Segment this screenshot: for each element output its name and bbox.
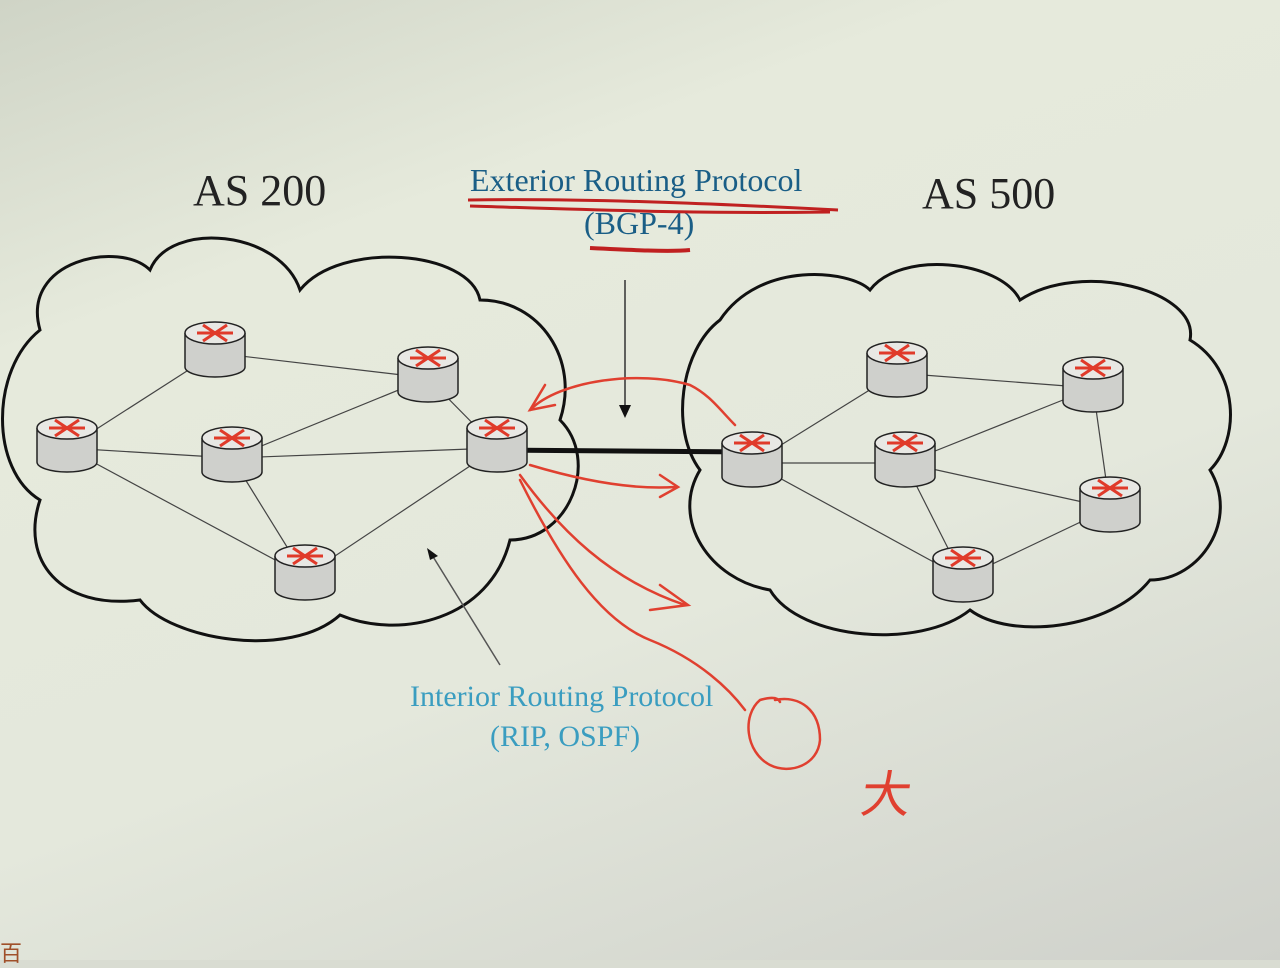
- network-link: [896, 372, 1094, 389]
- router-icon: [36, 416, 98, 473]
- interior-protocol-title: Interior Routing Protocol: [410, 680, 714, 713]
- handwritten-character: 大: [857, 766, 916, 824]
- router-icon: [932, 546, 994, 603]
- interior-protocol-subtitle: (RIP, OSPF): [490, 720, 641, 753]
- network-link: [214, 352, 429, 379]
- handwritten-line-to-circle: [518, 478, 747, 712]
- exterior-protocol-title: Exterior Routing Protocol: [470, 162, 803, 198]
- router-icon: [201, 426, 263, 483]
- network-link: [904, 387, 1094, 464]
- router-icon: [866, 341, 928, 398]
- router-icon: [721, 431, 783, 488]
- network-link: [231, 447, 498, 459]
- as-200-label: AS 200: [193, 166, 327, 215]
- router-icon: [274, 544, 336, 601]
- exterior-protocol-subtitle: (BGP-4): [584, 205, 695, 241]
- network-link: [231, 377, 429, 459]
- handwritten-arrow-down: [518, 473, 692, 612]
- bgp-pointer-head: [619, 405, 631, 418]
- as-500-label: AS 500: [922, 169, 1056, 218]
- handwritten-arrow-right: [528, 463, 681, 499]
- router-icon: [1079, 476, 1141, 533]
- cloud-as-500: [681, 263, 1232, 637]
- igp-pointer-arrow: [431, 554, 501, 666]
- handwritten-arc-arrow: [528, 376, 737, 427]
- handwritten-circle: [747, 696, 822, 771]
- network-link: [751, 462, 964, 579]
- handwritten-arrowhead-left: [527, 383, 557, 412]
- network-link: [66, 447, 306, 577]
- router-icon: [874, 431, 936, 488]
- router-icon: [184, 321, 246, 378]
- igp-pointer-head: [427, 548, 438, 560]
- router-icon: [466, 416, 528, 473]
- network-link: [904, 462, 1111, 509]
- bgp-link: [496, 447, 753, 455]
- corner-character: 百: [0, 942, 23, 967]
- router-icon: [397, 346, 459, 403]
- router-icon: [1062, 356, 1124, 413]
- network-link: [304, 447, 498, 577]
- cloud-as-200: [1, 236, 580, 643]
